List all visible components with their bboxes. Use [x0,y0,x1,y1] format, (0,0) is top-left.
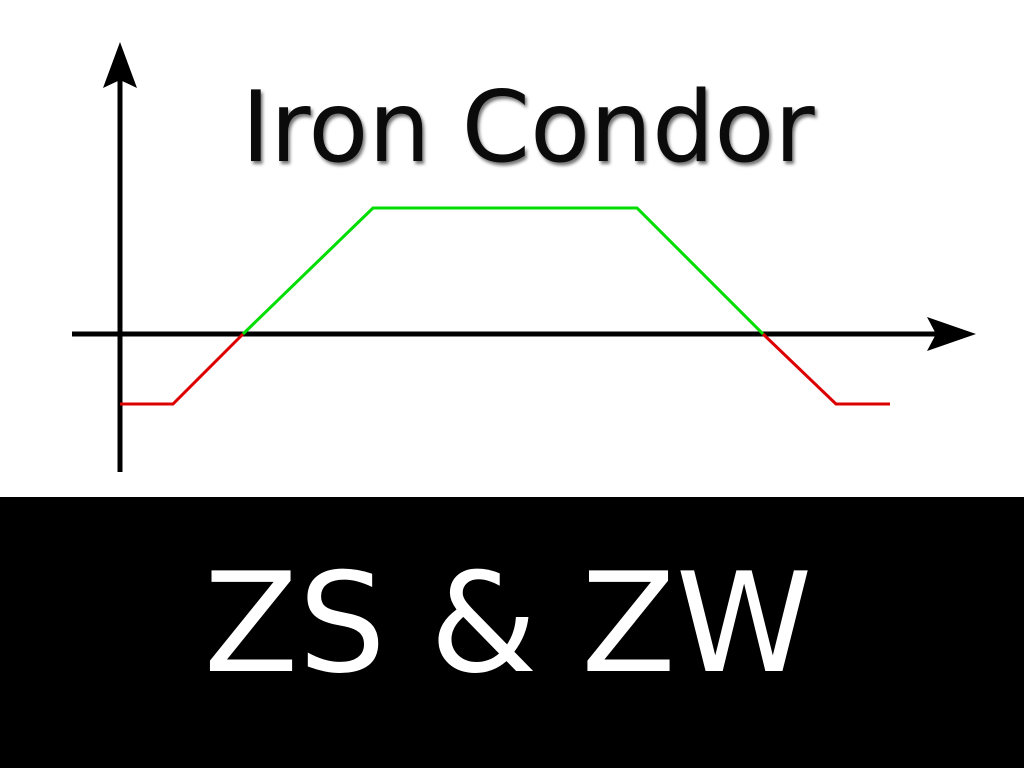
diagram-panel: Iron Condor [72,42,976,472]
y-axis-arrowhead [103,42,137,88]
page-title: Iron Condor [241,71,815,185]
loss-line-left [120,332,245,406]
bottom-banner [0,497,1024,768]
profit-line [241,206,765,336]
x-axis-arrowhead [927,317,976,351]
loss-line-right [761,332,890,406]
banner-text: ZS & ZW [203,543,813,704]
payoff-diagram [72,42,976,472]
